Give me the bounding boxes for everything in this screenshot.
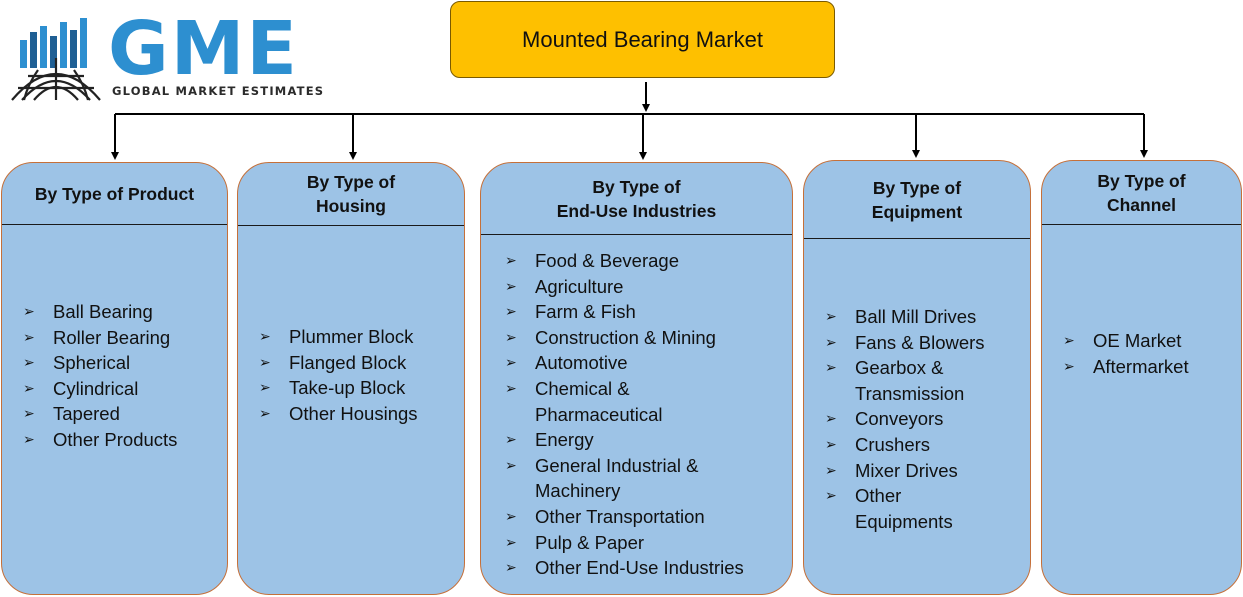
list-item: ➢Flanged Block [259, 350, 418, 376]
category-item-list: ➢Ball Bearing ➢Roller Bearing ➢Spherical… [23, 299, 177, 453]
arrow-bullet-icon: ➢ [23, 379, 35, 396]
list-item: ➢Aftermarket [1063, 354, 1189, 380]
list-item: ➢Fans & Blowers [825, 330, 985, 356]
list-item: ➢Food & Beverage [505, 248, 744, 274]
arrow-bullet-icon: ➢ [505, 533, 517, 550]
list-item: ➢Ball Bearing [23, 299, 177, 325]
root-label: Mounted Bearing Market [522, 26, 763, 52]
list-item: ➢Agriculture [505, 274, 744, 300]
arrow-bullet-icon: ➢ [259, 379, 271, 396]
list-item: ➢General Industrial &Machinery [505, 454, 699, 502]
list-item: ➢Other Transportation [505, 504, 744, 530]
category-title-line: Channel [1106, 194, 1177, 215]
list-item: ➢Ball Mill Drives [825, 304, 985, 330]
arrow-bullet-icon: ➢ [825, 308, 837, 324]
arrow-bullet-icon: ➢ [505, 379, 517, 396]
category-box-product: By Type of Product ➢Ball Bearing ➢Roller… [1, 162, 228, 595]
arrow-bullet-icon: ➢ [505, 507, 517, 524]
arrow-bullet-icon: ➢ [505, 456, 517, 473]
arrow-bullet-icon: ➢ [505, 328, 517, 345]
logo-tagline: GLOBAL MARKET ESTIMATES [112, 84, 325, 98]
arrow-bullet-icon: ➢ [23, 303, 35, 319]
gme-logo: GME GLOBAL MARKET ESTIMATES [8, 6, 338, 101]
list-item: ➢Other Products [23, 427, 177, 453]
arrow-bullet-icon: ➢ [23, 354, 35, 371]
category-item-list: ➢OE Market ➢Aftermarket [1063, 328, 1189, 379]
category-title: By Type of End-Use Industries [481, 163, 792, 235]
list-item: ➢Roller Bearing [23, 325, 177, 351]
category-title-line: Housing [315, 196, 386, 216]
category-title: By Type of Channel [1042, 161, 1241, 225]
arrow-bullet-icon: ➢ [825, 410, 837, 427]
arrow-bullet-icon: ➢ [505, 252, 517, 268]
arrow-bullet-icon: ➢ [259, 328, 271, 344]
arrow-bullet-icon: ➢ [505, 354, 517, 371]
list-item: ➢OE Market [1063, 328, 1189, 354]
category-item-list: ➢Food & Beverage ➢Agriculture ➢Farm & Fi… [505, 248, 744, 581]
arrow-bullet-icon: ➢ [825, 487, 837, 504]
arrow-bullet-icon: ➢ [825, 461, 837, 478]
logo-wordmark: GME [108, 6, 299, 92]
list-item: ➢Plummer Block [259, 324, 418, 350]
list-item: ➢Spherical [23, 350, 177, 376]
category-title: By Type of Equipment [804, 161, 1030, 239]
list-item: ➢Mixer Drives [825, 458, 985, 484]
arrow-bullet-icon: ➢ [505, 303, 517, 320]
category-title: By Type of Housing [238, 163, 464, 226]
category-box-channel: By Type of Channel ➢OE Market ➢Aftermark… [1041, 160, 1242, 595]
arrow-bullet-icon: ➢ [1063, 357, 1075, 374]
category-box-equipment: By Type of Equipment ➢Ball Mill Drives ➢… [803, 160, 1031, 595]
arrow-bullet-icon: ➢ [259, 353, 271, 370]
arrow-bullet-icon: ➢ [825, 333, 837, 350]
list-item: ➢Take-up Block [259, 375, 418, 401]
category-title-line: By Type of [1097, 170, 1186, 191]
arrow-bullet-icon: ➢ [505, 431, 517, 448]
category-title-line: By Type of [872, 177, 962, 198]
list-item: ➢Conveyors [825, 406, 985, 432]
list-item: ➢Cylindrical [23, 376, 177, 402]
root-node: Mounted Bearing Market [450, 1, 835, 78]
arrow-bullet-icon: ➢ [825, 359, 837, 376]
arrow-bullet-icon: ➢ [23, 430, 35, 447]
list-item: ➢Pulp & Paper [505, 530, 744, 556]
list-item: ➢Crushers [825, 432, 985, 458]
category-title-line: By Type of [592, 176, 681, 197]
category-title: By Type of Product [2, 163, 227, 225]
list-item: ➢Energy [505, 427, 744, 453]
arrow-bullet-icon: ➢ [259, 404, 271, 421]
list-item: ➢Chemical &Pharmaceutical [505, 377, 663, 425]
list-item: ➢Gearbox &Transmission [825, 357, 965, 404]
category-title-line: By Type of [306, 172, 396, 192]
category-item-list: ➢Plummer Block ➢Flanged Block ➢Take-up B… [259, 324, 418, 426]
category-box-housing: By Type of Housing ➢Plummer Block ➢Flang… [237, 162, 465, 595]
arrow-bullet-icon: ➢ [1063, 332, 1075, 348]
category-title-line: End-Use Industries [556, 200, 717, 221]
list-item: ➢Tapered [23, 401, 177, 427]
list-item: ➢Other End-Use Industries [505, 555, 744, 581]
category-box-end-use: By Type of End-Use Industries ➢Food & Be… [480, 162, 793, 595]
list-item: ➢Other Housings [259, 401, 418, 427]
category-title-line: Equipment [871, 201, 963, 222]
arrow-bullet-icon: ➢ [23, 328, 35, 345]
list-item: ➢Automotive [505, 350, 744, 376]
category-item-list: ➢Ball Mill Drives ➢Fans & Blowers ➢Gearb… [825, 304, 985, 534]
arrow-bullet-icon: ➢ [505, 559, 517, 576]
arrow-bullet-icon: ➢ [23, 405, 35, 422]
arrow-bullet-icon: ➢ [825, 435, 837, 452]
globe-bars-icon [11, 18, 101, 101]
category-title-line: By Type of Product [34, 183, 195, 204]
list-item: ➢Farm & Fish [505, 299, 744, 325]
arrow-bullet-icon: ➢ [505, 277, 517, 294]
list-item: ➢Construction & Mining [505, 325, 744, 351]
